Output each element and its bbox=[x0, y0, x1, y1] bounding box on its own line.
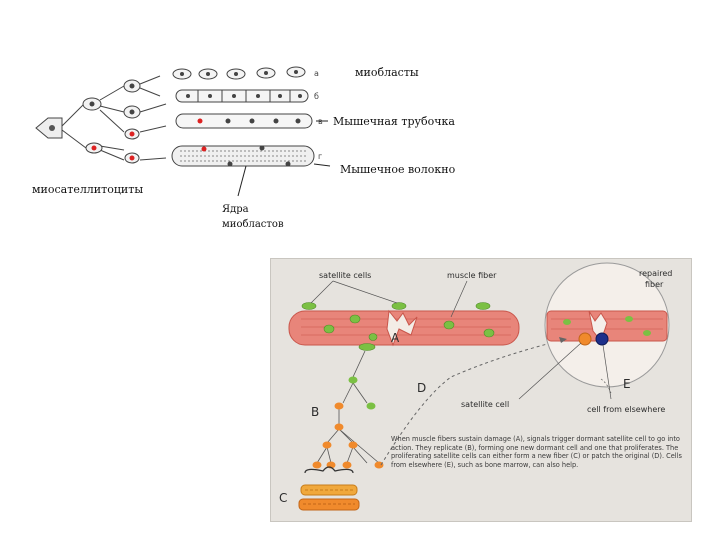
label-satellite-cells: satellite cells bbox=[319, 271, 372, 280]
label-satellite-cell: satellite cell bbox=[461, 400, 510, 409]
satellite-cell-figure: satellite cells muscle fiber repaired fi… bbox=[270, 258, 692, 522]
row-letter-v: в bbox=[318, 117, 323, 126]
patch-path-d bbox=[380, 338, 568, 466]
damaged-muscle-fiber bbox=[288, 309, 520, 347]
label-nuclei-1: Ядра bbox=[222, 204, 249, 215]
satellite-cell-illustration bbox=[288, 262, 670, 511]
arrowhead-d bbox=[559, 337, 567, 343]
row-letter-a: a bbox=[314, 69, 319, 78]
label-repaired-1: repaired bbox=[639, 269, 673, 278]
label-pointers bbox=[237, 120, 331, 197]
label-cell-elsewhere: cell from elsewhere bbox=[587, 405, 666, 414]
row-c-myotube bbox=[175, 113, 313, 129]
letter-e: E bbox=[623, 377, 631, 391]
label-myoblasts: миобласты bbox=[355, 66, 419, 79]
letter-a: A bbox=[391, 331, 400, 345]
row-letter-b: б bbox=[314, 92, 319, 101]
figure-caption: When muscle fibers sustain damage (A), s… bbox=[391, 435, 682, 469]
progenitor-cells bbox=[82, 79, 141, 164]
letter-b: B bbox=[311, 405, 320, 419]
lineage-arrows bbox=[61, 75, 167, 161]
row-letter-g: г bbox=[318, 152, 322, 161]
repaired-fiber-zoom bbox=[544, 262, 670, 388]
label-nuclei-2: миобластов bbox=[222, 219, 284, 230]
label-muscle-fiber-en: muscle fiber bbox=[447, 271, 497, 280]
replication-tree bbox=[304, 350, 384, 474]
stem-cell bbox=[35, 117, 63, 139]
label-repaired-2: fiber bbox=[645, 280, 664, 289]
myogenesis-diagram: a б в г bbox=[35, 66, 331, 197]
label-myotube: Мышечная трубочка bbox=[333, 115, 455, 128]
letter-d: D bbox=[417, 381, 427, 395]
label-muscle-fiber-ru: Мышечное волокно bbox=[340, 163, 456, 176]
row-a-myoblasts bbox=[172, 66, 306, 80]
label-myosatellite: миосателлитоциты bbox=[32, 183, 144, 196]
row-b-chain bbox=[175, 89, 309, 103]
letter-c: C bbox=[279, 491, 288, 505]
row-d-muscle-fiber bbox=[171, 145, 315, 167]
satellite-cells bbox=[301, 302, 495, 351]
new-fibers bbox=[298, 484, 360, 511]
